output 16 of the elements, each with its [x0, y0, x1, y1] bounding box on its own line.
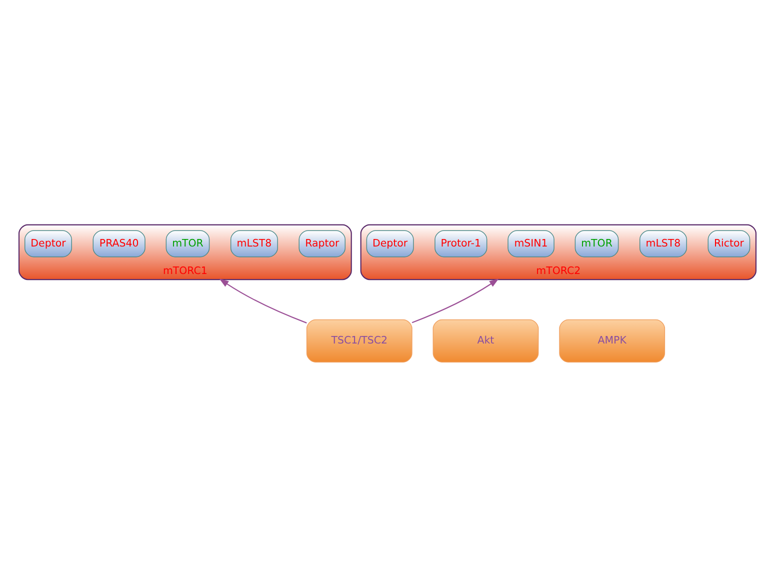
- node-box: AMPK: [559, 319, 666, 362]
- node-box: mTOR: [166, 230, 210, 258]
- node-box: mLST8: [639, 230, 687, 258]
- node-box: PRAS40: [92, 230, 146, 258]
- node-box: mSIN1: [508, 230, 554, 258]
- node-box: Deptor: [24, 230, 72, 258]
- node-box: Protor-1: [434, 230, 488, 258]
- node-box: mTOR: [574, 230, 619, 258]
- arrow: [412, 278, 499, 324]
- arrow: [219, 278, 307, 324]
- node-box: Deptor: [366, 230, 414, 258]
- node-box: Raptor: [298, 230, 346, 258]
- node-box: Akt: [432, 319, 539, 362]
- node-box: mLST8: [230, 230, 278, 258]
- node-box: TSC1/TSC2: [306, 319, 412, 362]
- node-box: Rictor: [708, 230, 750, 258]
